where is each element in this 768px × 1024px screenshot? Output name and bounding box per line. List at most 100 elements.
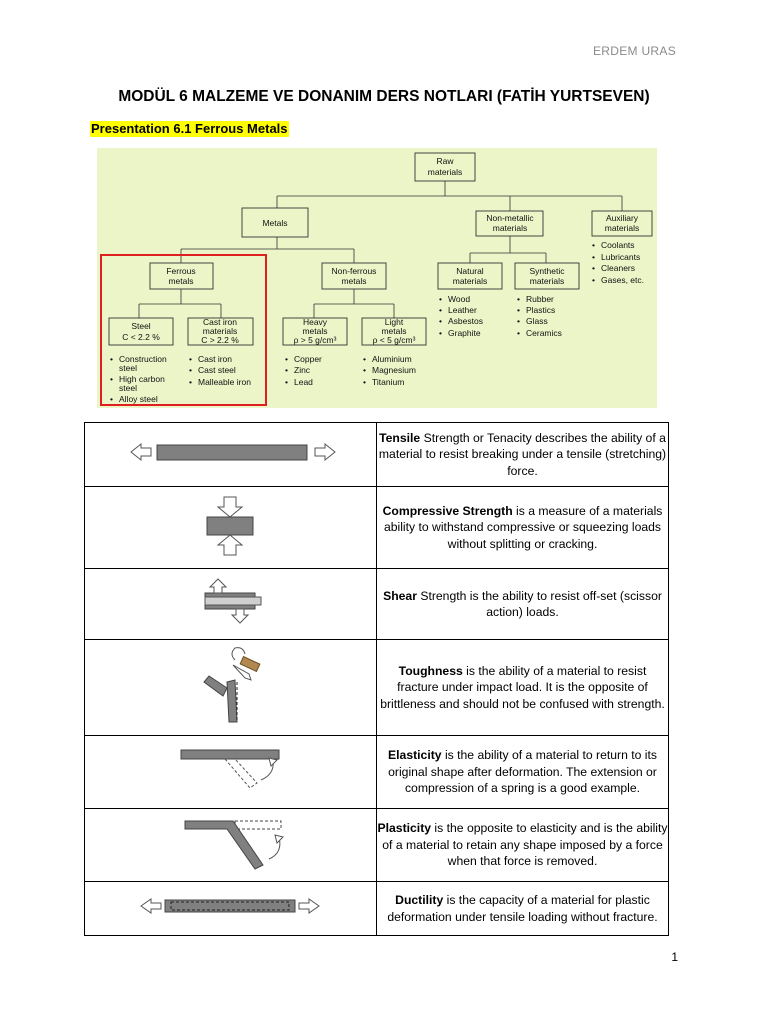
- steel-item-bullet: •: [110, 354, 113, 364]
- ferrous-label: Ferrous: [166, 266, 195, 276]
- light-metals-box: [361, 317, 427, 346]
- plasticity-illustration: [84, 808, 377, 882]
- property-text: is the ability of a material to return t…: [388, 748, 657, 796]
- table-row: Shear Strength is the ability to resist …: [84, 568, 669, 640]
- property-text: is the ability of a material to resist f…: [380, 663, 665, 711]
- elasticity-illustration: [84, 735, 377, 809]
- compressive-description: Compressive Strength is a measure of a m…: [376, 486, 669, 569]
- metals-label: Metals: [262, 218, 287, 228]
- page-title: MODÜL 6 MALZEME VE DONANIM DERS NOTLARI …: [118, 88, 650, 105]
- steel-item-bullet: •: [110, 394, 113, 404]
- ductility-description: Ductility is the capacity of a material …: [376, 881, 669, 936]
- property-text: is a measure of a materials ability to w…: [383, 503, 663, 551]
- elasticity-description: Elasticity is the ability of a material …: [376, 735, 669, 809]
- synthetic-item: Ceramics: [526, 328, 562, 338]
- steel-label: Steel: [131, 321, 150, 331]
- light-item: Aluminium: [372, 354, 412, 364]
- heavy-metals-label: Heavy: [303, 317, 328, 327]
- synthetic-label-2: materials: [530, 276, 564, 286]
- heavy-item: Lead: [294, 377, 313, 387]
- aux-item-bullet: •: [592, 240, 595, 250]
- nonmetallic-box: [475, 210, 544, 237]
- shear-illustration: [84, 568, 377, 640]
- property-term: Plasticity: [377, 821, 432, 836]
- castiron-label: Cast iron: [203, 317, 237, 327]
- steel-item-bullet: •: [110, 374, 113, 384]
- elasticity-icon: [180, 749, 280, 789]
- ferrous-highlight: [100, 254, 267, 406]
- natural-item: Asbestos: [448, 316, 483, 326]
- nonmetallic-label: Non-metallic: [486, 213, 534, 223]
- table-row: Elasticity is the ability of a material …: [84, 735, 669, 809]
- synthetic-item: Rubber: [526, 294, 554, 304]
- metals-box: [241, 207, 309, 238]
- synthetic-item-bullet: •: [517, 328, 520, 338]
- material-properties-table: Tensile Strength or Tenacity describes t…: [84, 422, 669, 936]
- compressive-illustration: [84, 486, 377, 569]
- castiron-label-2: materials: [203, 326, 237, 336]
- steel-item: Alloy steel: [119, 394, 158, 404]
- aux-item-bullet: •: [592, 252, 595, 262]
- light-item: Magnesium: [372, 365, 416, 375]
- aux-item-bullet: •: [592, 275, 595, 285]
- table-row: Tensile Strength or Tenacity describes t…: [84, 422, 669, 487]
- steel-box: [108, 317, 174, 346]
- ductility-illustration: [84, 881, 377, 936]
- heavy-item-bullet: •: [285, 365, 288, 375]
- natural-item: Leather: [448, 305, 477, 315]
- light-metals-density: ρ < 5 g/cm³: [373, 335, 416, 345]
- plasticity-icon: [184, 820, 284, 870]
- castiron-item: Cast steel: [198, 365, 236, 375]
- natural-label-2: materials: [453, 276, 487, 286]
- toughness-illustration: [84, 639, 377, 736]
- steel-item: steel: [119, 363, 137, 373]
- property-text: is the capacity of a material for plasti…: [387, 893, 658, 924]
- shear-icon: [204, 578, 262, 624]
- property-term: Elasticity: [388, 748, 442, 763]
- castiron-item-bullet: •: [189, 354, 192, 364]
- castiron-item-bullet: •: [189, 365, 192, 375]
- property-term: Ductility: [395, 893, 444, 907]
- property-term: Tensile: [379, 430, 421, 445]
- castiron-box: [187, 317, 254, 346]
- light-item-bullet: •: [363, 377, 366, 387]
- tensile-icon: [130, 442, 336, 462]
- light-metals-label-2: metals: [381, 326, 406, 336]
- nonmetallic-label-2: materials: [493, 223, 527, 233]
- raw-materials-label-2: materials: [428, 167, 462, 177]
- property-term: Shear: [383, 588, 417, 603]
- steel-item: Construction: [119, 354, 167, 364]
- table-row: Compressive Strength is a measure of a m…: [84, 486, 669, 569]
- natural-label: Natural: [456, 266, 484, 276]
- aux-item: Lubricants: [601, 252, 640, 262]
- aux-item: Cleaners: [601, 263, 635, 273]
- synthetic-item: Plastics: [526, 305, 555, 315]
- property-text: Strength is the ability to resist off-se…: [416, 588, 662, 620]
- natural-item-bullet: •: [439, 294, 442, 304]
- steel-item: steel: [119, 383, 137, 393]
- natural-item: Graphite: [448, 328, 481, 338]
- auxiliary-box: [591, 210, 653, 237]
- heavy-metals-box: [282, 317, 348, 346]
- shear-description: Shear Strength is the ability to resist …: [376, 568, 669, 640]
- ductility-icon: [140, 898, 320, 914]
- raw-materials-label: Raw: [436, 156, 454, 166]
- light-metals-label: Light: [385, 317, 404, 327]
- property-term: Toughness: [398, 663, 463, 678]
- toughness-description: Toughness is the ability of a material t…: [376, 639, 669, 736]
- light-item-bullet: •: [363, 354, 366, 364]
- auxiliary-label-2: materials: [605, 223, 639, 233]
- ferrous-label-2: metals: [168, 276, 193, 286]
- presentation-heading: Presentation 6.1 Ferrous Metals: [90, 121, 289, 137]
- tensile-description: Tensile Strength or Tenacity describes t…: [376, 422, 669, 487]
- light-item: Titanium: [372, 377, 404, 387]
- aux-item-bullet: •: [592, 263, 595, 273]
- synthetic-item-bullet: •: [517, 294, 520, 304]
- materials-classification-diagram: Raw materials Metals Non-metallic materi…: [97, 148, 657, 408]
- natural-item-bullet: •: [439, 328, 442, 338]
- heavy-item-bullet: •: [285, 354, 288, 364]
- raw-materials-box: [414, 152, 476, 182]
- heavy-item-bullet: •: [285, 377, 288, 387]
- natural-item: Wood: [448, 294, 470, 304]
- property-term: Compressive Strength: [382, 503, 513, 518]
